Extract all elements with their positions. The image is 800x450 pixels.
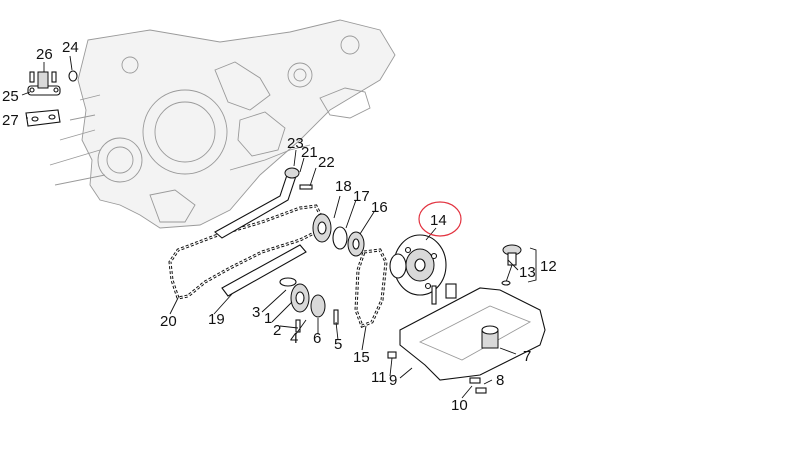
- callout-2: 2: [273, 322, 281, 339]
- dipstick: [501, 244, 522, 286]
- callout-26: 26: [36, 46, 53, 63]
- sprockets: [312, 213, 365, 257]
- callout-11: 11: [371, 369, 387, 386]
- callout-8: 8: [496, 372, 504, 389]
- callout-12: 12: [540, 258, 557, 275]
- chain-guides: [214, 167, 313, 297]
- tensioner-assembly: [25, 70, 78, 127]
- callout-15: 15: [353, 349, 370, 366]
- oil-pump-chain: [354, 248, 388, 328]
- callout-23: 23: [287, 135, 304, 152]
- callout-3: 3: [252, 304, 260, 321]
- highlight-circle: [418, 201, 462, 237]
- oil-pump-body: [389, 234, 457, 305]
- callout-10: 10: [451, 397, 468, 414]
- callout-24: 24: [62, 39, 79, 56]
- callout-1: 1: [264, 310, 272, 327]
- callout-21: 21: [301, 144, 318, 161]
- callout-27: 27: [2, 112, 19, 129]
- leader-lines: [21, 55, 537, 399]
- callout-25: 25: [2, 88, 19, 105]
- callout-19: 19: [208, 311, 225, 328]
- callout-7: 7: [523, 348, 531, 365]
- callout-4: 4: [290, 330, 298, 347]
- callout-20: 20: [160, 313, 177, 330]
- callout-14: 14: [430, 212, 447, 229]
- callout-16: 16: [371, 199, 388, 216]
- callout-6: 6: [313, 330, 321, 347]
- callout-17: 17: [353, 188, 370, 205]
- callout-13: 13: [519, 264, 536, 281]
- callout-18: 18: [335, 178, 352, 195]
- callout-9: 9: [389, 372, 397, 389]
- oil-pump-parts: [279, 277, 339, 333]
- callout-5: 5: [334, 336, 342, 353]
- crankcase-ghost: [49, 19, 396, 229]
- oil-sump-cover: [387, 287, 546, 394]
- callout-22: 22: [318, 154, 335, 171]
- callout-labels: 1 2 3 4 5 6 7 8 9 10 11 12 13 14 15 16 1…: [2, 39, 557, 414]
